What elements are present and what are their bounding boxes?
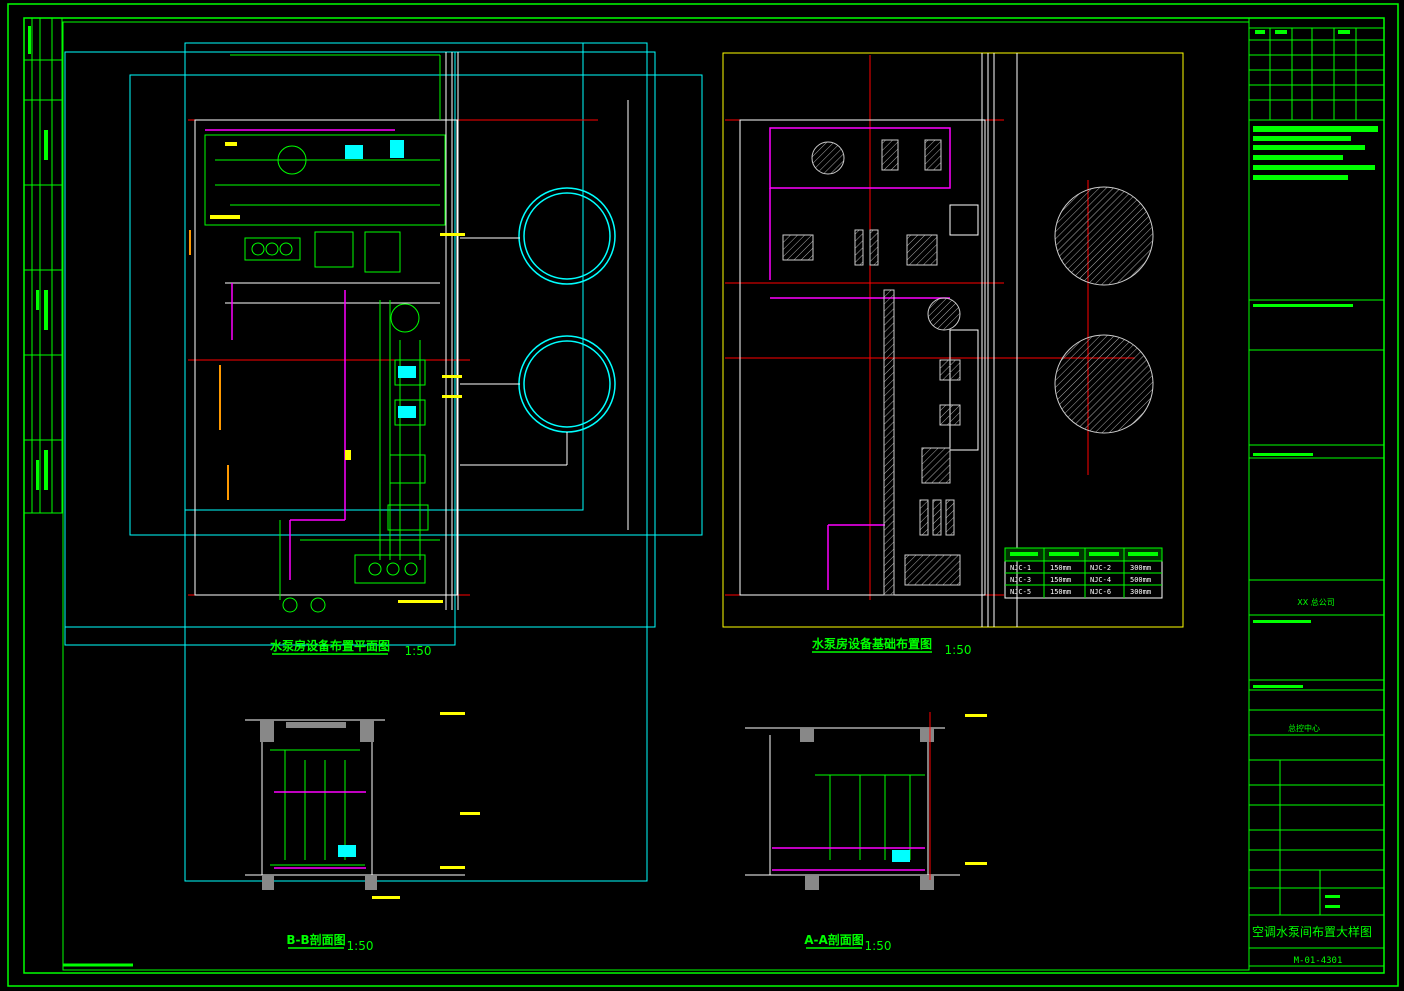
plan-title: 水泵房设备布置平面图	[270, 638, 390, 653]
section-bb-scale: 1:50	[347, 939, 374, 953]
table-cell: NJC-4	[1090, 576, 1111, 584]
table-cell: 300mm	[1130, 564, 1151, 572]
title-block: XX 总公司 总控中心 空调水泵间布置大样图 M-01-4301	[1248, 17, 1385, 967]
foundation-scale: 1:50	[945, 643, 972, 657]
left-revision-strip	[23, 17, 63, 514]
table-cell: NJC-5	[1010, 588, 1031, 596]
project-name: 总控中心	[1288, 723, 1320, 733]
section-aa-view: A-A剖面图 1:50	[745, 712, 987, 953]
section-bb-view: B-B剖面图 1:50	[245, 712, 480, 953]
section-bb-title: B-B剖面图	[286, 932, 345, 947]
drawing-frame	[7, 3, 1399, 987]
table-cell: 300mm	[1130, 588, 1151, 596]
table-cell: NJC-3	[1010, 576, 1031, 584]
table-cell: NJC-1	[1010, 564, 1031, 572]
section-aa-title: A-A剖面图	[804, 932, 864, 947]
foundation-table: NJC-1 150mm NJC-2 300mm NJC-3 150mm NJC-…	[1004, 547, 1163, 599]
foundation-view: NJC-1 150mm NJC-2 300mm NJC-3 150mm NJC-…	[722, 52, 1184, 657]
table-cell: 500mm	[1130, 576, 1151, 584]
section-aa-scale: 1:50	[865, 939, 892, 953]
sheet-number: M-01-4301	[1294, 956, 1343, 966]
company-name: XX 总公司	[1297, 597, 1335, 607]
table-cell: NJC-6	[1090, 588, 1111, 596]
table-cell: 150mm	[1050, 576, 1071, 584]
plan-scale: 1:50	[405, 644, 432, 658]
foundation-title: 水泵房设备基础布置图	[812, 636, 932, 651]
table-cell: 150mm	[1050, 588, 1071, 596]
table-cell: 150mm	[1050, 564, 1071, 572]
sheet-title: 空调水泵间布置大样图	[1252, 924, 1372, 939]
plan-view: 水泵房设备布置平面图 1:50	[64, 42, 703, 882]
table-cell: NJC-2	[1090, 564, 1111, 572]
